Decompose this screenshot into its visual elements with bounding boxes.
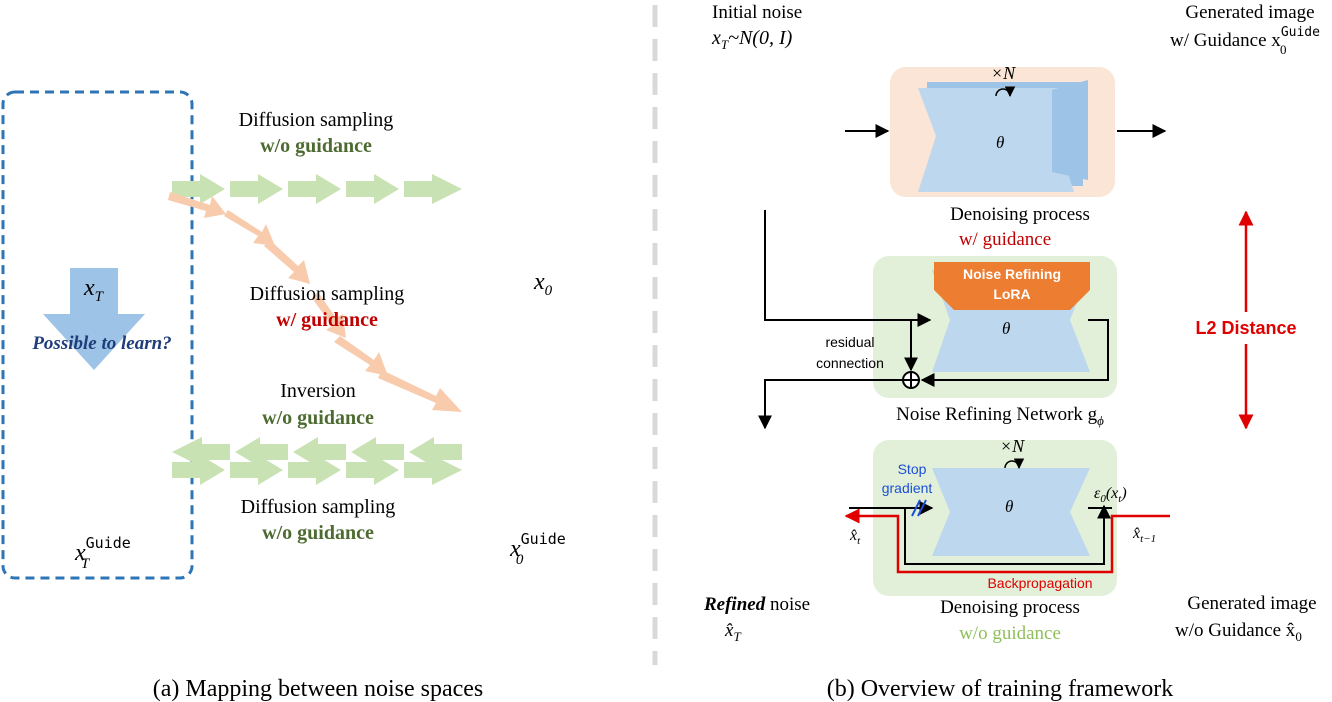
refined-noise-label: Refined noise	[703, 594, 810, 615]
inversion-sub: w/o guidance	[262, 407, 374, 429]
caption-a: (a) Mapping between noise spaces	[153, 676, 484, 702]
top-sampling-title: Diffusion sampling	[239, 109, 394, 131]
xhat-t-label: x̂t	[849, 527, 861, 547]
top-sampling-sub: w/o guidance	[260, 135, 372, 157]
unet-back-flap	[1052, 80, 1088, 180]
xT-label: xT	[83, 275, 105, 305]
gen-image-bottom-2: w/o Guidance x̂0	[1175, 620, 1302, 644]
lora-block	[934, 262, 1090, 310]
noise-space-box	[1, 90, 194, 580]
times-n-top: ×N	[991, 63, 1016, 83]
times-n-bottom: ×N	[1000, 436, 1025, 456]
backprop-label: Backpropagation	[987, 575, 1092, 591]
noise-path-line	[764, 210, 932, 327]
inversion-arrows	[172, 437, 462, 467]
top-sampling-arrows	[172, 174, 462, 204]
stop-gradient-2: gradient	[882, 480, 933, 496]
loop-icon-bottom	[1004, 458, 1025, 470]
loop-icon-top	[995, 86, 1016, 98]
lora-label-1: Noise Refining	[963, 266, 1061, 282]
guided-sampling-arrows	[168, 192, 462, 412]
net-output-line	[920, 319, 1109, 387]
theta-mid: θ	[1002, 319, 1010, 338]
denoise-bottom-2: w/o guidance	[959, 623, 1061, 644]
x0-label: x0	[533, 269, 553, 299]
guided-unet	[918, 88, 1074, 192]
stop-gradient-1: Stop	[898, 461, 927, 477]
refined-x-label: x̂T	[724, 620, 741, 644]
bottom-sampling-arrows	[172, 455, 462, 485]
denoise-top-2: w/ guidance	[959, 229, 1051, 250]
initial-noise-label: Initial noise	[712, 2, 802, 23]
bottom-sampling-title: Diffusion sampling	[241, 496, 396, 518]
stop-gradient-mark-2	[917, 499, 927, 517]
eps-label: ε0(xt)	[1094, 485, 1127, 505]
guided-sampling-sub: w/ guidance	[276, 309, 378, 331]
learn-question: Possible to learn?	[31, 333, 171, 354]
bottom-sampling-sub: w/o guidance	[262, 522, 374, 544]
lora-label-2: LoRA	[993, 286, 1030, 302]
xhat-t1-label: x̂t−1	[1132, 525, 1156, 545]
stop-gradient-mark-1	[911, 499, 921, 517]
l2-label: L2 Distance	[1195, 318, 1296, 338]
residual-label-1: residual	[825, 334, 874, 350]
caption-b: (b) Overview of training framework	[827, 676, 1174, 702]
refine-net-label: Noise Refining Network gϕ	[896, 404, 1104, 428]
learn-mapping-arrow	[43, 268, 145, 370]
initial-noise-eq: xT~N(0, I)	[711, 27, 793, 52]
unguided-unet	[932, 468, 1090, 556]
theta-bottom: θ	[1005, 497, 1013, 516]
denoise-bottom-1: Denoising process	[940, 597, 1080, 618]
refined-out-line	[758, 379, 903, 430]
gen-image-top-1: Generated image	[1185, 2, 1314, 23]
gen-image-bottom-1: Generated image	[1187, 593, 1316, 614]
guided-sampling-title: Diffusion sampling	[250, 283, 405, 305]
theta-top: θ	[996, 133, 1004, 152]
residual-label-2: connection	[816, 355, 884, 371]
denoise-top-1: Denoising process	[950, 204, 1090, 225]
inversion-title: Inversion	[280, 380, 356, 402]
backprop-path	[844, 508, 1170, 574]
